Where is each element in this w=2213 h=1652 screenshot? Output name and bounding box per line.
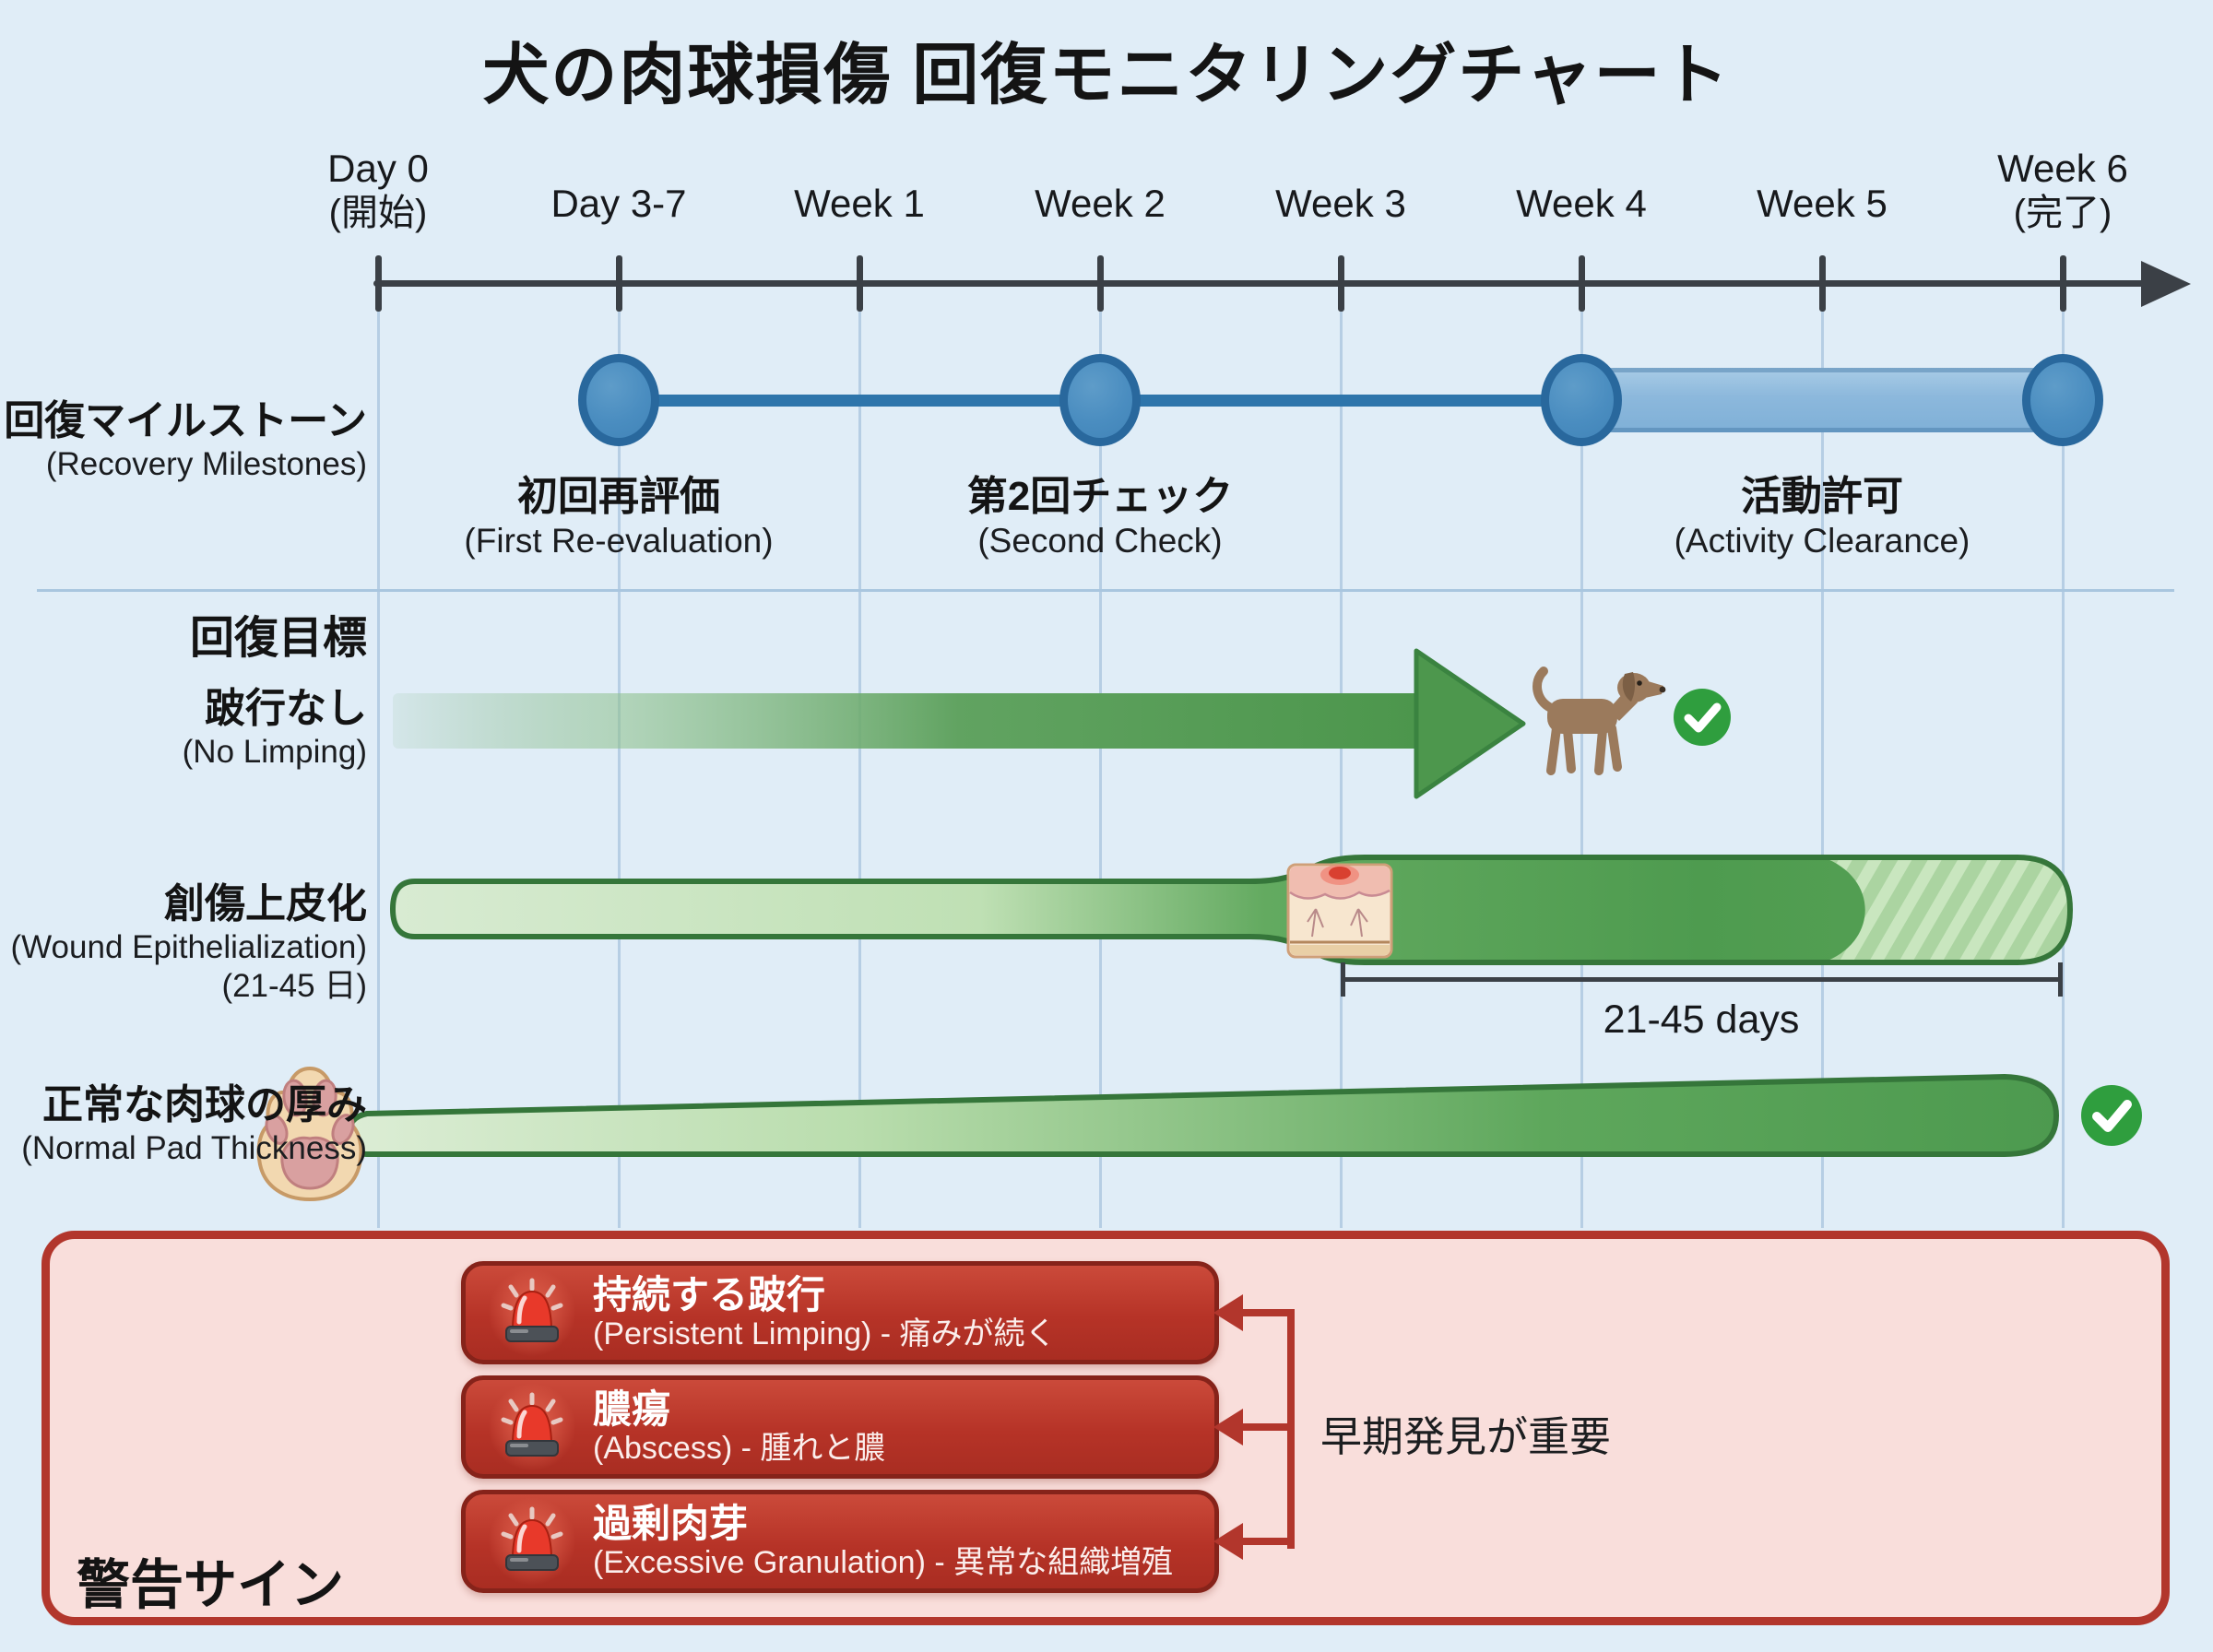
warning-arrow-icon — [1213, 1523, 1243, 1560]
siren-glow — [488, 1383, 576, 1471]
tick-label-week6: Week 6(完了) — [1997, 147, 2128, 233]
tick-label-day0: Day 0(開始) — [327, 147, 429, 233]
warning-bracket-stub — [1239, 1538, 1293, 1545]
siren-glow — [488, 1497, 576, 1586]
milestones-row-label: 回復マイルストーン (Recovery Milestones) — [4, 398, 367, 482]
milestone-event-first-reevaluation: 初回再評価 (First Re-evaluation) — [464, 474, 774, 560]
range-bracket-tick-right — [2058, 962, 2063, 997]
warning-bracket-stub — [1239, 1423, 1293, 1431]
timeline-arrow-icon — [2141, 261, 2191, 307]
tick-label-day3-7: Day 3-7 — [550, 182, 687, 225]
epithelialization-bar — [389, 855, 2074, 965]
warning-heading: 警告サイン — [76, 1555, 344, 1615]
pad-thickness-bar — [346, 1074, 2059, 1157]
milestone-event-activity-clearance: 活動許可 (Activity Clearance) — [1674, 474, 1970, 560]
section-divider — [37, 589, 2174, 592]
milestone-circle-day3-7 — [578, 354, 659, 446]
siren-icon — [501, 1278, 563, 1342]
goals-heading: 回復目標 — [189, 614, 367, 663]
dog-icon — [1533, 667, 1666, 775]
skin-cross-section-icon — [1286, 863, 1393, 959]
no-limping-progress-arrow — [393, 648, 1526, 799]
grid-line — [1340, 308, 1343, 1228]
milestone-circle-week2 — [1059, 354, 1141, 446]
warning-arrow-icon — [1213, 1409, 1243, 1446]
check-circle-icon-no-limping — [1674, 689, 1731, 746]
grid-line — [2062, 308, 2065, 1228]
paw-icon — [256, 1066, 363, 1202]
tick-label-week4: Week 4 — [1516, 182, 1647, 225]
range-bracket-tick-left — [1341, 962, 1345, 997]
goal-label-pad-thickness: 正常な肉球の厚み (Normal Pad Thickness) — [21, 1082, 367, 1166]
tick-label-week1: Week 1 — [794, 182, 925, 225]
warning-item-persistent-limping: 持続する跛行 (Persistent Limping) - 痛みが続く — [461, 1261, 1219, 1364]
warning-bracket-stub — [1239, 1309, 1293, 1316]
timeline-axis — [373, 280, 2148, 287]
range-label: 21-45 days — [1603, 997, 1800, 1042]
tick-label-week2: Week 2 — [1035, 182, 1166, 225]
tick-label-week5: Week 5 — [1757, 182, 1888, 225]
grid-line — [618, 308, 621, 1228]
grid-line — [1821, 308, 1824, 1228]
check-circle-icon-pad-thickness — [2081, 1085, 2142, 1146]
milestone-circle-week6 — [2022, 354, 2103, 446]
page-title: 犬の肉球損傷 回復モニタリングチャート — [482, 39, 1731, 112]
goal-label-no-limping: 跛行なし (No Limping) — [182, 686, 367, 770]
activity-clearance-band — [1581, 368, 2063, 432]
grid-line — [377, 308, 380, 1228]
range-bracket-line — [1341, 977, 2063, 982]
grid-line — [1099, 308, 1102, 1228]
milestone-event-second-check: 第2回チェック (Second Check) — [966, 474, 1234, 560]
grid-line — [1580, 308, 1583, 1228]
siren-glow — [488, 1268, 576, 1357]
warning-arrow-icon — [1213, 1294, 1243, 1331]
goal-label-epithelialization: 創傷上皮化 (Wound Epithelialization) (21-45 日… — [10, 881, 367, 1004]
siren-icon — [501, 1506, 563, 1571]
milestone-circle-week4 — [1541, 354, 1622, 446]
warning-note: 早期発見が重要 — [1320, 1413, 1612, 1460]
warning-item-abscess: 膿瘍 (Abscess) - 腫れと膿 — [461, 1375, 1219, 1479]
tick-label-week3: Week 3 — [1275, 182, 1406, 225]
siren-icon — [501, 1392, 563, 1457]
warning-item-excessive-granulation: 過剰肉芽 (Excessive Granulation) - 異常な組織増殖 — [461, 1490, 1219, 1593]
grid-line — [858, 308, 861, 1228]
